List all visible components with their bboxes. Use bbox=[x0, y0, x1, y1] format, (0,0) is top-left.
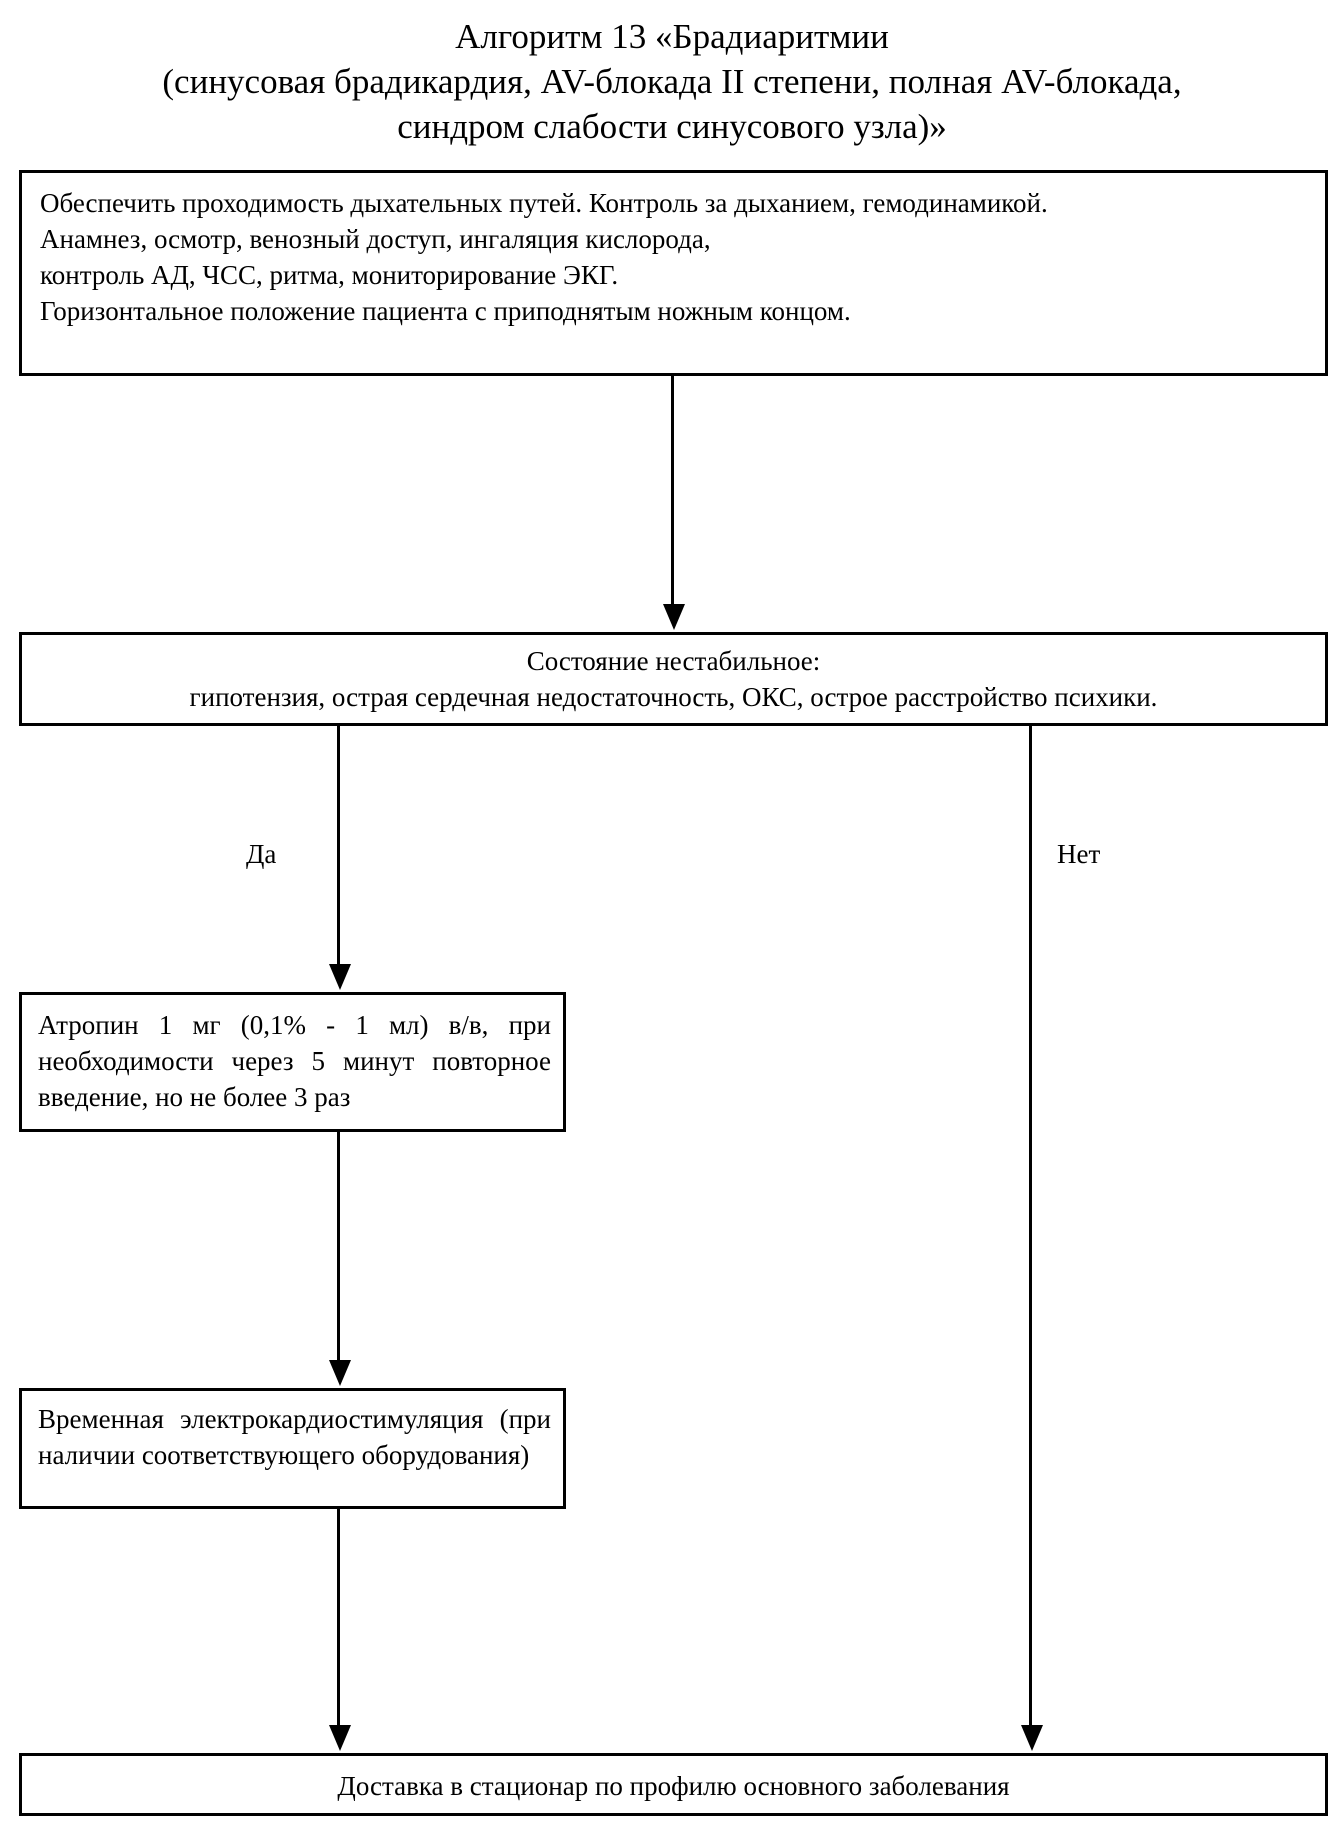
connector-pacing-to-hospital bbox=[337, 1509, 340, 1727]
arrowhead-down-icon bbox=[329, 1725, 351, 1751]
node-atropine-treatment: Атропин 1 мг (0,1% - 1 мл) в/в, при необ… bbox=[19, 992, 566, 1132]
page-title-line-1: Алгоритм 13 «Брадиаритмии bbox=[455, 17, 889, 56]
connector-no-branch bbox=[1029, 726, 1032, 1727]
temporary-pacing-text: Временная электрокардиостимуляция (при н… bbox=[38, 1404, 551, 1470]
node-temporary-pacing: Временная электрокардиостимуляция (при н… bbox=[19, 1388, 566, 1509]
node-unstable-condition: Состояние нестабильное: гипотензия, остр… bbox=[19, 632, 1328, 726]
unstable-condition-line-2: гипотензия, острая сердечная недостаточн… bbox=[189, 682, 1158, 712]
arrowhead-down-icon bbox=[1021, 1725, 1043, 1751]
arrowhead-down-icon bbox=[329, 1360, 351, 1386]
arrowhead-down-icon bbox=[329, 964, 351, 990]
initial-assessment-line-2: Анамнез, осмотр, венозный доступ, ингаля… bbox=[40, 224, 711, 254]
connector-atropine-to-pacing bbox=[337, 1132, 340, 1362]
page-title-line-3: синдром слабости синусового узла)» bbox=[397, 107, 947, 146]
hospital-delivery-text: Доставка в стационар по профилю основног… bbox=[337, 1771, 1010, 1801]
connector-yes-branch bbox=[337, 726, 340, 966]
unstable-condition-line-1: Состояние нестабильное: bbox=[526, 646, 821, 676]
node-initial-assessment: Обеспечить проходимость дыхательных путе… bbox=[19, 170, 1328, 376]
initial-assessment-line-4: Горизонтальное положение пациента с прип… bbox=[40, 296, 851, 326]
node-hospital-delivery: Доставка в стационар по профилю основног… bbox=[19, 1753, 1328, 1816]
arrowhead-down-icon bbox=[663, 604, 685, 630]
branch-label-yes: Да bbox=[246, 839, 277, 869]
atropine-treatment-text: Атропин 1 мг (0,1% - 1 мл) в/в, при необ… bbox=[38, 1010, 551, 1112]
initial-assessment-line-1: Обеспечить проходимость дыхательных путе… bbox=[40, 188, 1048, 218]
page-title-line-2: (синусовая брадикардия, AV-блокада II ст… bbox=[162, 62, 1182, 101]
branch-label-no: Нет bbox=[1057, 839, 1101, 869]
initial-assessment-line-3: контроль АД, ЧСС, ритма, мониторирование… bbox=[40, 260, 619, 290]
connector-initial-to-unstable bbox=[671, 376, 674, 606]
page-title: Алгоритм 13 «Брадиаритмии (синусовая бра… bbox=[0, 14, 1344, 149]
